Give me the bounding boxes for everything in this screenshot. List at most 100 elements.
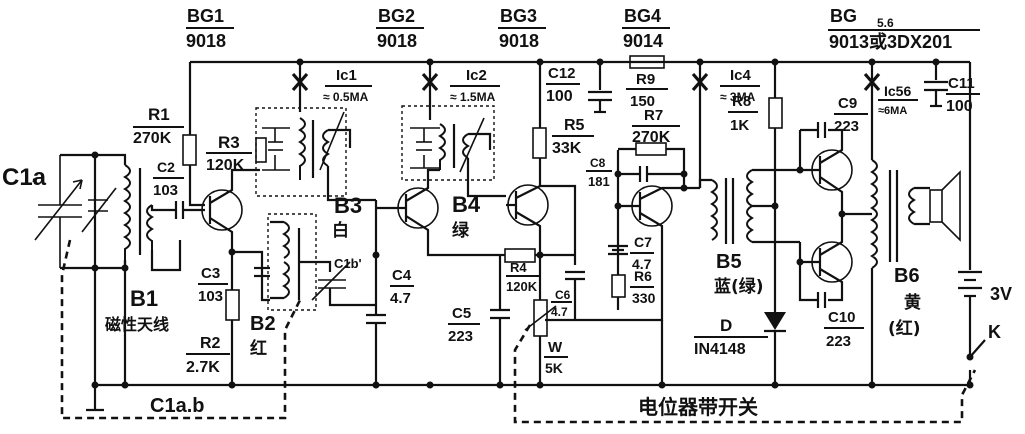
svg-text:120K: 120K [506,279,538,294]
svg-text:C9: C9 [838,95,857,112]
svg-text:R2: R2 [200,335,221,352]
c9-label: C9 223 [834,95,868,135]
d-label: D IN4148 [694,316,768,358]
b1-label: B1 磁性天线 [105,286,169,334]
svg-text:R6: R6 [634,268,652,284]
svg-text:100: 100 [546,88,573,105]
svg-text:2.7K: 2.7K [186,359,220,376]
c3-label: C3 103 [198,265,228,305]
svg-text:BG2: BG2 [378,6,415,26]
c1ab-label: C1a.b [150,395,204,417]
b5-label: B5 蓝(绿) [714,251,764,297]
svg-text:B3: B3 [334,193,362,218]
r4-label: R4 120K [506,260,540,294]
svg-text:C10: C10 [828,309,856,326]
svg-text:电位器带开关: 电位器带开关 [638,395,758,419]
bg3-header: BG3 9018 [498,6,546,51]
svg-text:223: 223 [826,333,851,350]
svg-text:9018: 9018 [377,31,417,51]
svg-text:4.7: 4.7 [551,305,568,319]
svg-text:C12: C12 [548,65,576,82]
svg-text:223: 223 [448,328,473,345]
svg-text:绿: 绿 [452,220,470,241]
svg-text:白: 白 [332,220,349,241]
svg-text:B2: B2 [250,313,276,335]
svg-text:9018: 9018 [186,31,226,51]
c4-label: C4 4.7 [390,267,414,307]
svg-text:C2: C2 [157,159,175,175]
svg-text:C3: C3 [201,265,220,282]
b4-label: B4 绿 [452,192,481,241]
svg-text:9014: 9014 [623,31,663,51]
svg-text:R3: R3 [218,133,240,152]
r3-label: R3 120K [206,133,252,174]
svg-text:BG1: BG1 [187,6,224,26]
c1a-label: C1a ′ [2,164,47,191]
svg-text:C8: C8 [590,156,606,170]
svg-text:R8: R8 [732,93,751,110]
svg-text:150: 150 [630,93,655,110]
bg1-header: BG1 9018 [186,6,234,51]
ic1-mark: Ic1 ≈ 0.5MA [291,67,372,104]
c6-label: C6 4.7 [551,288,572,319]
svg-text:Ic1: Ic1 [336,67,357,84]
svg-text:100: 100 [946,98,973,115]
ic2-mark: Ic2 ≈ 1.5MA [421,67,500,104]
svg-text:B6: B6 [894,265,920,287]
svg-text:C7: C7 [634,234,652,250]
svg-text:C1a.b: C1a.b [150,395,204,417]
svg-text:103: 103 [153,182,178,199]
c1ab-gang-link [60,239,302,420]
svg-text:D: D [720,316,732,335]
svg-text:9018: 9018 [499,31,539,51]
c5-label: C5 223 [448,305,480,345]
svg-text:330: 330 [632,290,656,306]
svg-text:1K: 1K [730,117,749,134]
svg-text:≈ 1.5MA: ≈ 1.5MA [450,90,496,104]
svg-text:磁性天线: 磁性天线 [105,315,169,334]
svg-text:Ic4: Ic4 [730,67,752,84]
svg-text:3V: 3V [990,284,1012,304]
svg-text:W: W [548,339,563,356]
w-label: W 5K [544,339,568,376]
b4-shield [401,105,495,181]
svg-text:C4: C4 [392,267,412,284]
battery-label: 3V [990,284,1012,304]
r1-label: R1 270K [133,105,184,147]
svg-text:′: ′ [32,175,36,191]
svg-text:C5: C5 [452,305,471,322]
svg-text:33K: 33K [552,140,582,157]
svg-text:K: K [988,322,1001,342]
switch-link [513,324,977,424]
c10-label: C10 223 [824,309,864,350]
svg-text:C1a: C1a [2,164,47,191]
svg-text:B4: B4 [452,192,481,217]
svg-text:R9: R9 [636,71,655,88]
bg2-header: BG2 9018 [376,6,424,51]
c12-label: C12 100 [546,65,580,105]
svg-text:223: 223 [834,118,859,135]
svg-text:C6: C6 [555,288,571,302]
svg-text:BG: BG [830,6,857,26]
c8-label: C8 181 [586,156,612,189]
svg-text:5.6: 5.6 [877,16,894,30]
ic4-mark: Ic4 ≈ 3MA [691,67,760,104]
svg-text:4.7: 4.7 [632,256,652,272]
r9-label: R9 150 [626,71,668,110]
svg-text:9013或3DX201: 9013或3DX201 [829,31,952,52]
svg-text:蓝(绿): 蓝(绿) [714,276,764,297]
ic56-mark: Ic56 ≈6MA [863,72,918,117]
svg-text:Ic56: Ic56 [884,83,911,99]
r8-label: R8 1K [728,93,758,134]
junction-dots [91,58,940,389]
svg-text:R1: R1 [148,105,170,124]
svg-text:≈6MA: ≈6MA [878,105,907,117]
switch-label: 电位器带开关 [638,395,758,419]
b6-label: B6 黄 (红) [888,265,921,339]
svg-text:B1: B1 [130,286,158,311]
b3-label: B3 白 [332,193,362,241]
svg-text:红: 红 [250,338,267,359]
svg-text:4.7: 4.7 [390,290,411,307]
